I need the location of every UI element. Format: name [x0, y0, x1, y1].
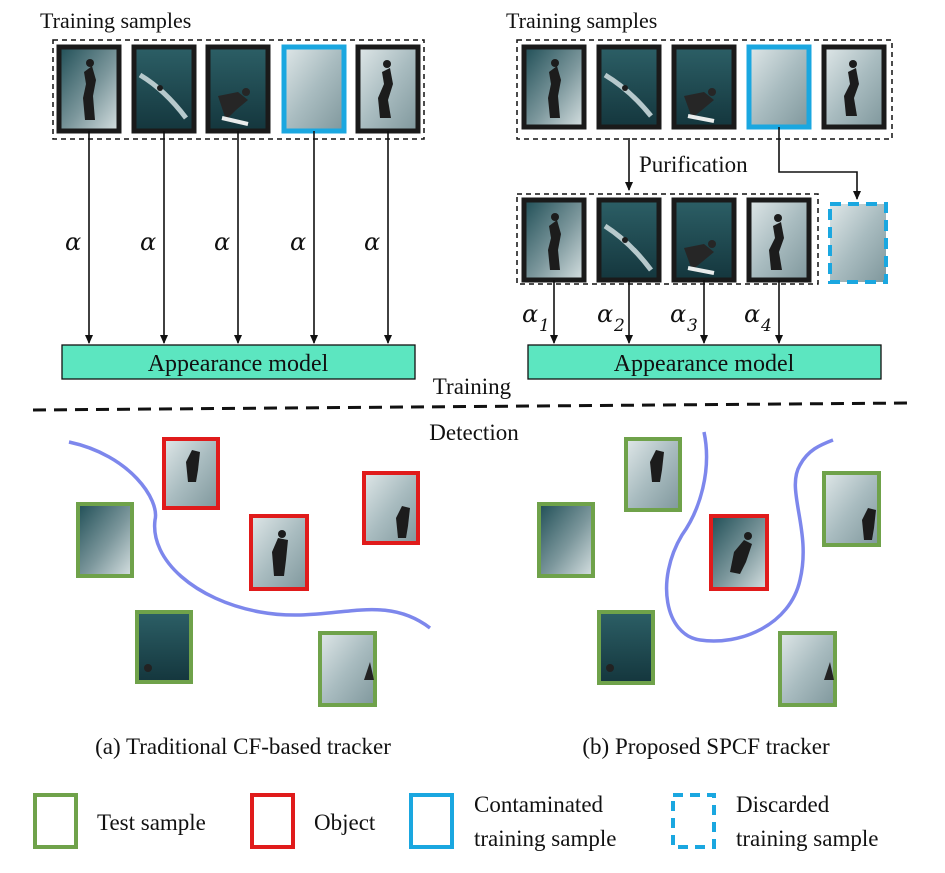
legend: Test sample Object Contaminated training…	[33, 792, 878, 851]
left-training-thumbnail-4-contaminated	[281, 44, 347, 134]
left-alpha-3: α	[214, 228, 230, 256]
left-alpha-1: α	[65, 228, 81, 256]
legend-object-label: Object	[314, 810, 376, 835]
svg-text:α: α	[670, 300, 686, 328]
left-object-sample-1	[162, 437, 220, 510]
right-appearance-model-label: Appearance model	[614, 351, 795, 377]
svg-text:2: 2	[613, 316, 625, 336]
svg-text:1: 1	[539, 316, 550, 336]
svg-text:α: α	[597, 300, 613, 328]
caption-a: (a) Traditional CF-based tracker	[95, 734, 391, 759]
purified-thumbnail-4	[746, 197, 812, 283]
right-training-thumbnail-3	[671, 44, 737, 130]
right-alpha-2: α 2	[597, 300, 625, 336]
right-training-samples-label: Training samples	[506, 8, 657, 33]
left-test-sample-3	[318, 631, 377, 707]
svg-text:4: 4	[760, 316, 772, 336]
legend-discarded-line2: training sample	[736, 826, 878, 851]
left-object-sample-2	[362, 471, 420, 545]
training-stage-label: Training	[433, 374, 512, 399]
left-test-sample-2	[135, 610, 193, 684]
right-training-thumbnail-2	[596, 44, 662, 130]
right-test-sample-2	[822, 471, 881, 547]
left-training-thumbnail-2	[131, 44, 197, 134]
right-alpha-3: α 3	[670, 300, 698, 336]
left-training-thumbnail-3	[205, 44, 271, 134]
left-training-thumbnail-1	[56, 44, 122, 134]
discarded-thumbnail	[828, 202, 888, 284]
purified-thumbnail-2	[596, 197, 662, 283]
right-training-thumbnail-1	[521, 44, 587, 130]
legend-discarded-line1: Discarded	[736, 792, 830, 817]
purified-thumbnail-3	[671, 197, 737, 283]
train-detect-divider	[32, 401, 911, 412]
left-alpha-4: α	[290, 228, 306, 256]
purified-group-box	[516, 193, 819, 285]
legend-test-sample-swatch	[33, 793, 78, 849]
right-training-thumbnail-5	[821, 44, 887, 130]
right-training-group-box	[516, 39, 893, 140]
right-test-sample-5	[778, 631, 837, 707]
left-decision-boundary	[68, 440, 432, 630]
discard-arrow	[778, 127, 861, 200]
right-decision-boundary	[664, 431, 834, 643]
left-training-samples-label: Training samples	[40, 8, 191, 33]
legend-contaminated-line1: Contaminated	[474, 792, 604, 817]
left-alpha-5: α	[364, 228, 380, 256]
left-object-sample-3	[249, 514, 309, 591]
left-appearance-model-box	[61, 344, 416, 380]
svg-text:3: 3	[687, 316, 698, 336]
right-object-sample	[709, 514, 769, 591]
legend-contaminated-swatch	[409, 793, 454, 849]
purification-label: Purification	[639, 152, 748, 177]
right-test-sample-1	[624, 437, 682, 512]
legend-test-sample-label: Test sample	[97, 810, 206, 835]
left-training-thumbnail-5	[355, 44, 421, 134]
legend-discarded-swatch	[671, 793, 716, 849]
caption-b: (b) Proposed SPCF tracker	[582, 734, 830, 759]
right-alpha-4: α 4	[744, 300, 772, 336]
svg-text:α: α	[744, 300, 760, 328]
right-training-thumbnail-4-contaminated	[746, 44, 812, 130]
purified-thumbnail-1	[521, 197, 587, 283]
left-alpha-2: α	[140, 228, 156, 256]
legend-contaminated-line2: training sample	[474, 826, 616, 851]
right-test-sample-4	[597, 610, 655, 685]
right-appearance-model-box	[527, 344, 882, 380]
left-appearance-model-label: Appearance model	[148, 351, 329, 377]
detection-stage-label: Detection	[429, 420, 519, 445]
legend-object-swatch	[250, 793, 295, 849]
svg-text:α: α	[522, 300, 538, 328]
right-alpha-1: α 1	[522, 300, 550, 336]
right-test-sample-3	[537, 502, 595, 578]
left-test-sample-1	[76, 502, 134, 578]
